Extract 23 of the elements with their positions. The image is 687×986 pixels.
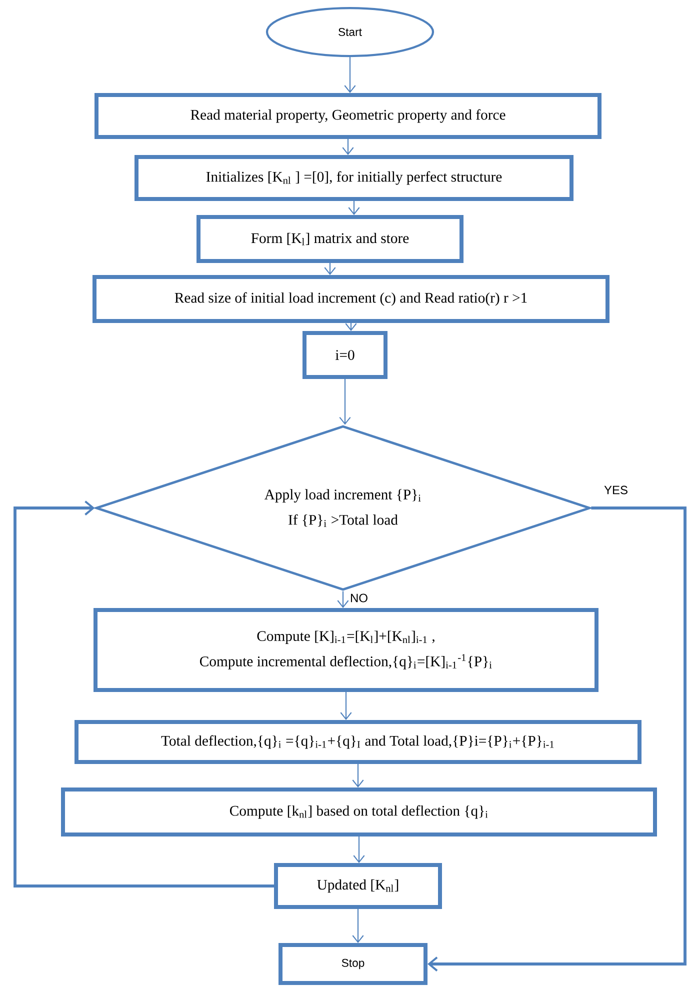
arrow (14, 500, 274, 888)
edge-label: YES (602, 484, 630, 496)
process-box: Initializes [K$_{nl}$ ] =[0], for initially perfect structure (134, 155, 574, 201)
process-box: Form [K$_{l}$] matrix and store (196, 215, 464, 263)
process-box: i=0 (302, 331, 388, 379)
arrow (337, 591, 349, 608)
arrow (428, 506, 686, 972)
arrow (348, 201, 360, 215)
edge-label: NO (348, 592, 370, 604)
process-box: Total deflection,{q}$_{i}$ ={q}$_{i-1}$+{q}$_{I}$ and Total load,{P}i={P}$_{i}$+{P}$_{i-1}$ (74, 720, 642, 764)
process-box: Compute [K]$_{i-1}$=[K$_{l}$]+[K$_{nl}$]$_{i-1}$ , Compute incremental deflection,{q}$_{i}$=[K]$_{i-1}$$^{-1}${P}$_{i}$ (94, 608, 598, 692)
arrow (339, 379, 351, 425)
arrow (352, 764, 364, 788)
arrow (340, 692, 352, 720)
stop-box: Stop (278, 943, 428, 985)
arrow (342, 139, 354, 155)
process-box: Read material property, Geometric property and force (94, 93, 602, 139)
arrow (352, 909, 364, 943)
arrow (344, 57, 356, 93)
arrow (353, 836, 365, 864)
process-box: Read size of initial load increment (c) and Read ratio(r) r >1 (92, 275, 610, 323)
process-box: Compute [k$_{nl}$] based on total deflection {q}$_{i}$ (61, 788, 657, 836)
process-box: Updated [K$_{nl}$] (274, 863, 442, 909)
